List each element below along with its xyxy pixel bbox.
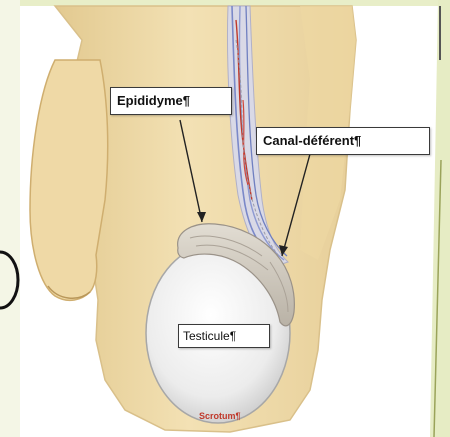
scrotum-label: Scrotum¶ <box>199 411 241 421</box>
slide-edge-left <box>0 0 20 437</box>
testicule-label: Testicule¶ <box>178 324 270 348</box>
slide-edge-top <box>0 0 450 6</box>
epididyme-label: Epididyme¶ <box>110 87 232 115</box>
canal-deferent-label: Canal-déférent¶ <box>256 127 430 155</box>
